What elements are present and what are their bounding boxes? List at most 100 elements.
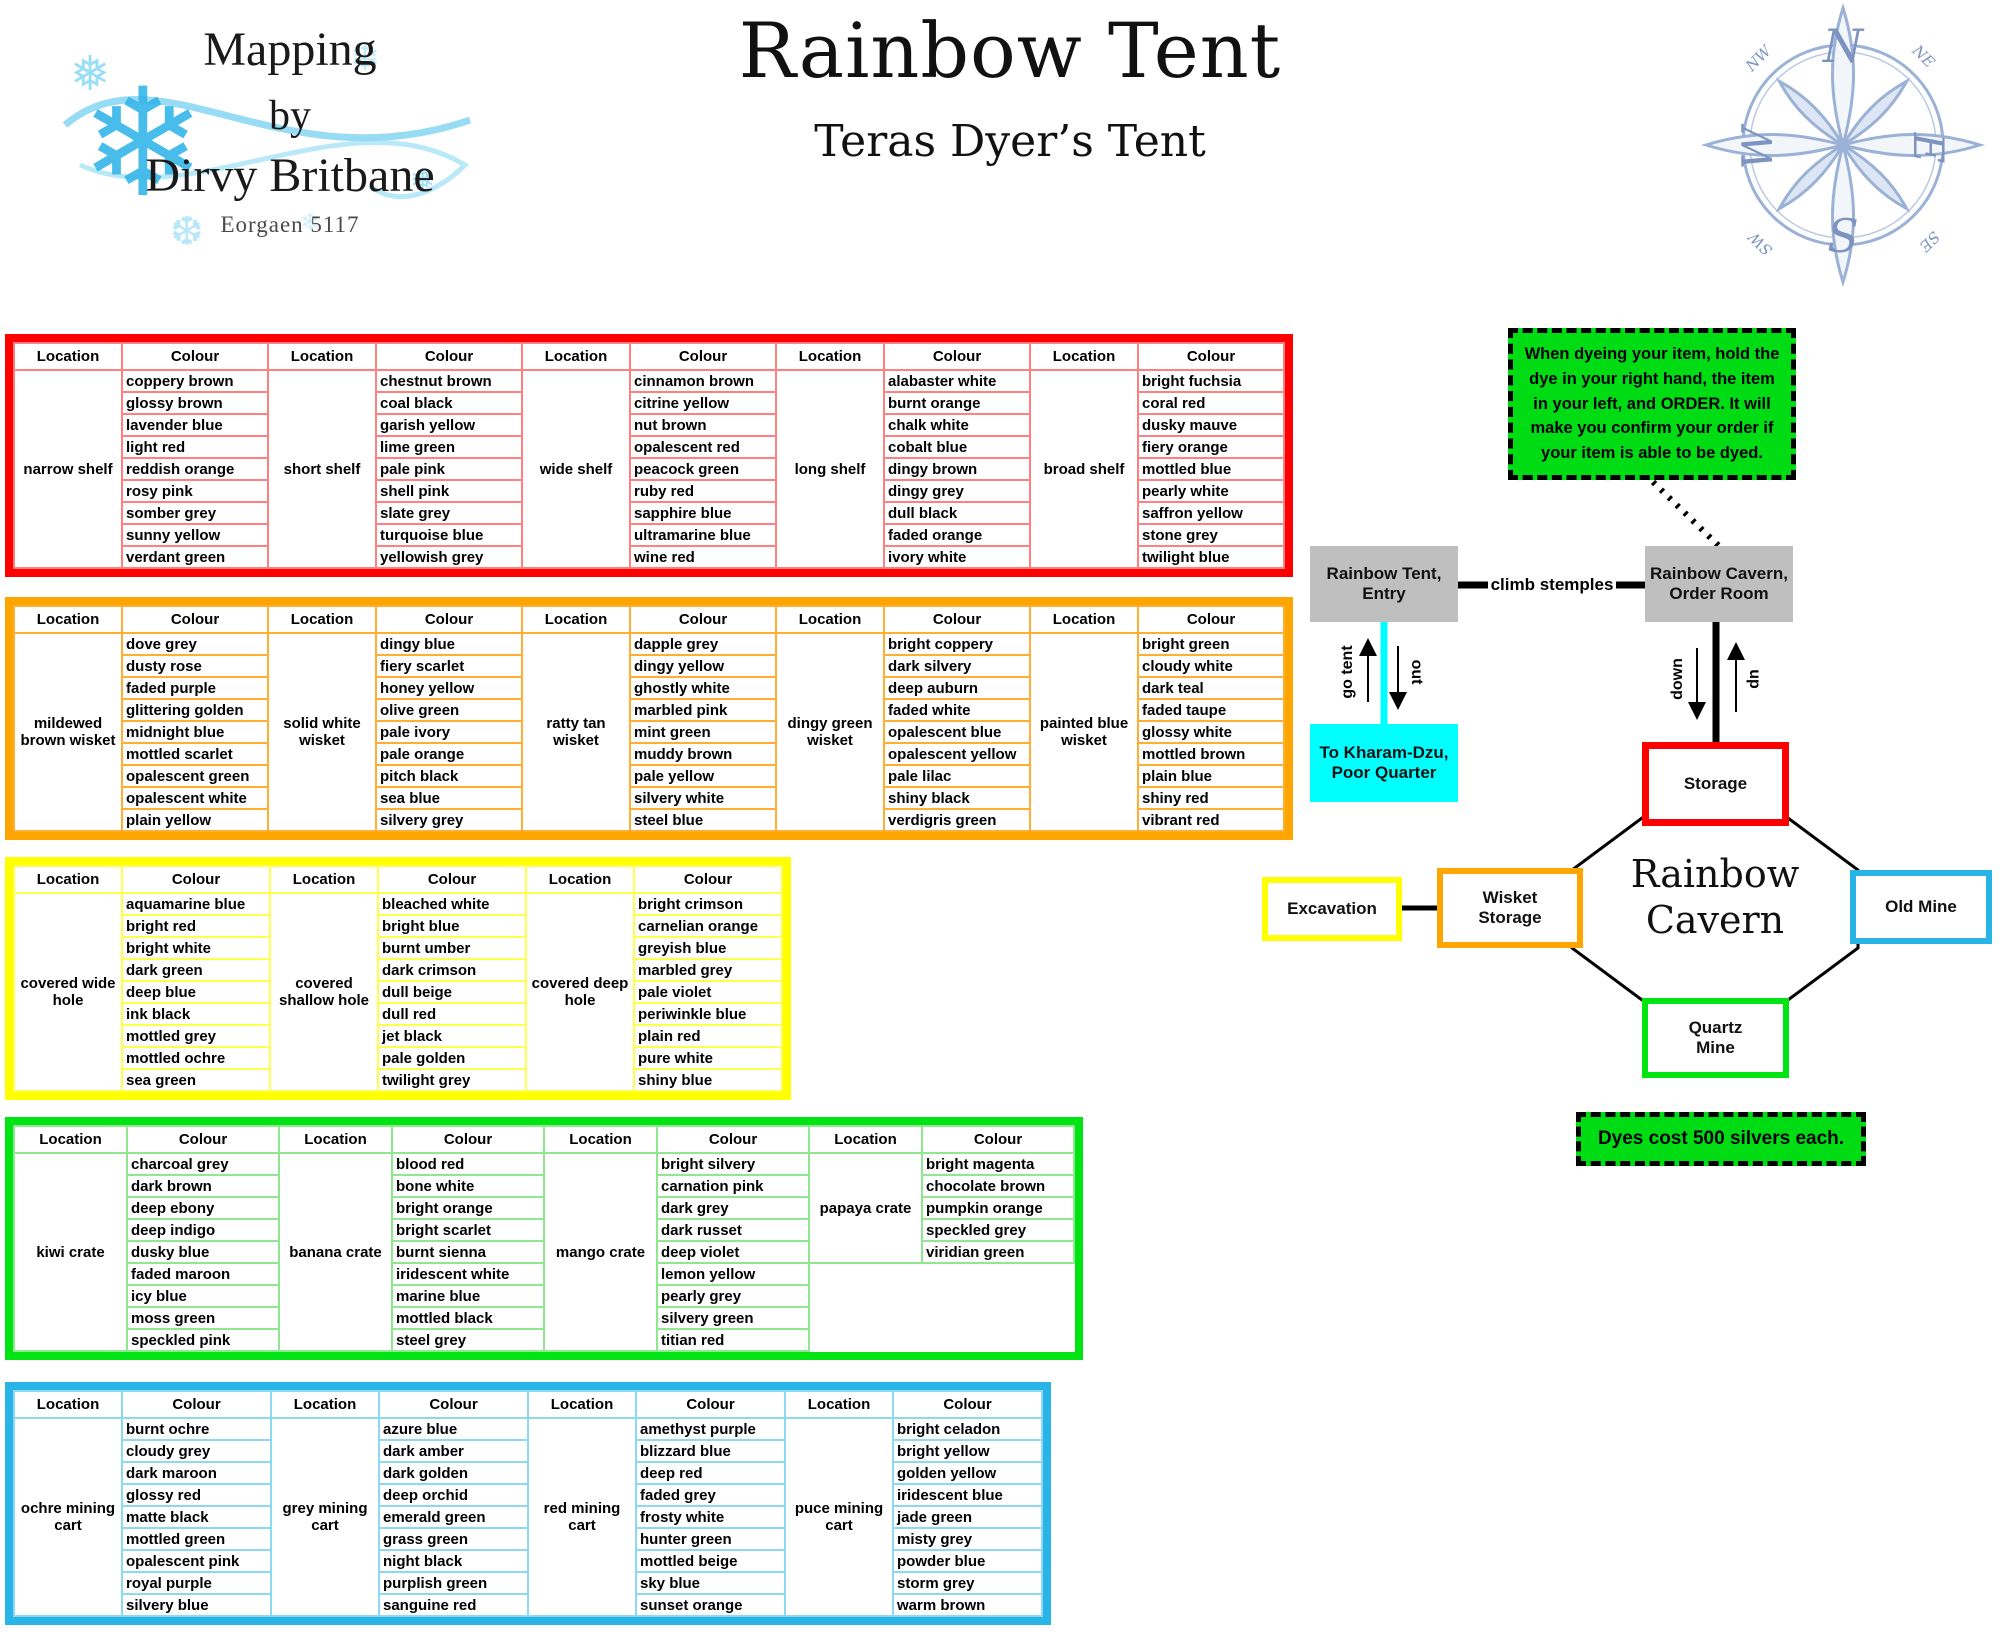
room-label-line: Rainbow Cavern, <box>1650 564 1788 583</box>
colour-cell: iridescent white <box>391 1262 545 1286</box>
colour-cell: royal purple <box>121 1571 272 1595</box>
room-rainbow-tent-entry: Rainbow Tent, Entry <box>1310 546 1458 622</box>
colour-cell: olive green <box>375 698 523 722</box>
colour-cell: faded maroon <box>126 1262 280 1286</box>
colour-cell: nut brown <box>629 413 777 437</box>
colour-cell: deep auburn <box>883 676 1031 700</box>
colour-cell: muddy brown <box>629 742 777 766</box>
column-header-location: Location <box>13 1390 123 1419</box>
colour-cell: dingy blue <box>375 632 523 656</box>
snowflake-icon: ❄ <box>350 37 380 78</box>
column-header-colour: Colour <box>375 342 523 371</box>
room-label-line: Rainbow Tent, <box>1326 564 1442 583</box>
colour-cell: dark maroon <box>121 1461 272 1485</box>
colour-cell: carnelian orange <box>633 914 783 938</box>
colour-cell: peacock green <box>629 457 777 481</box>
colour-cell: grass green <box>378 1527 529 1551</box>
colour-cell: deep blue <box>121 980 271 1004</box>
room-label-line: Mine <box>1696 1038 1735 1057</box>
room-label-line: Quartz <box>1688 1018 1743 1037</box>
location-cell: covered shallow hole <box>269 892 379 1092</box>
room-rainbow-cavern-order-room: Rainbow Cavern, Order Room <box>1645 546 1793 622</box>
room-label-line: Order Room <box>1669 584 1769 603</box>
column-header-location: Location <box>527 1390 637 1419</box>
colour-cell: garish yellow <box>375 413 523 437</box>
room-label-line: Storage <box>1683 774 1748 793</box>
column-header-location: Location <box>269 865 379 894</box>
location-cell: banana crate <box>278 1152 393 1352</box>
colour-cell: marbled grey <box>633 958 783 982</box>
colour-cell: dark golden <box>378 1461 529 1485</box>
room-label-line: Excavation <box>1287 899 1377 918</box>
colour-cell: misty grey <box>892 1527 1043 1551</box>
column-header-colour: Colour <box>121 605 269 634</box>
colour-cell: glossy brown <box>121 391 269 415</box>
colour-cell: cloudy grey <box>121 1439 272 1463</box>
location-cell: wide shelf <box>521 369 631 569</box>
location-cell: puce mining cart <box>784 1417 894 1617</box>
colour-cell: shiny red <box>1137 786 1285 810</box>
colour-cell: shiny black <box>883 786 1031 810</box>
colour-cell: deep violet <box>656 1240 810 1264</box>
colour-cell: speckled pink <box>126 1328 280 1352</box>
colour-cell: bright silvery <box>656 1152 810 1176</box>
colour-cell: ink black <box>121 1002 271 1026</box>
room-wisket-storage: Wisket Storage <box>1437 868 1583 948</box>
note-pointer-dotted-line <box>1650 479 1726 553</box>
logo-line-3: Dirvy Britbane <box>145 149 435 202</box>
location-cell: grey mining cart <box>270 1417 380 1617</box>
colour-cell: emerald green <box>378 1505 529 1529</box>
colour-cell: pale golden <box>377 1046 527 1070</box>
colour-cell: chocolate brown <box>921 1174 1075 1198</box>
colour-cell: dove grey <box>121 632 269 656</box>
location-cell: red mining cart <box>527 1417 637 1617</box>
colour-cell: faded taupe <box>1137 698 1285 722</box>
colour-cell: moss green <box>126 1306 280 1330</box>
column-header-colour: Colour <box>635 1390 786 1419</box>
colour-cell: steel grey <box>391 1328 545 1352</box>
location-cell: mildewed brown wisket <box>13 632 123 832</box>
room-label-line: Storage <box>1478 908 1542 927</box>
column-header-colour: Colour <box>121 1390 272 1419</box>
colour-cell: silvery grey <box>375 808 523 832</box>
colour-cell: bright orange <box>391 1196 545 1220</box>
room-label-line: Cavern <box>1645 897 1785 942</box>
location-cell: solid white wisket <box>267 632 377 832</box>
column-header-location: Location <box>13 865 123 894</box>
colour-cell: bright scarlet <box>391 1218 545 1242</box>
column-header-colour: Colour <box>892 1390 1043 1419</box>
empty-cell <box>922 1329 1074 1351</box>
colour-cell: dull black <box>883 501 1031 525</box>
room-label-line: Old Mine <box>1885 897 1957 916</box>
column-header-colour: Colour <box>883 342 1031 371</box>
colour-cell: chestnut brown <box>375 369 523 393</box>
colour-cell: periwinkle blue <box>633 1002 783 1026</box>
location-cell: covered wide hole <box>13 892 123 1092</box>
colour-cell: mottled grey <box>121 1024 271 1048</box>
empty-cell <box>809 1263 922 1351</box>
column-header-colour: Colour <box>633 865 783 894</box>
colour-cell: ruby red <box>629 479 777 503</box>
location-cell: ochre mining cart <box>13 1417 123 1617</box>
empty-cell <box>922 1307 1074 1329</box>
colour-cell: opalescent white <box>121 786 269 810</box>
room-old-mine: Old Mine <box>1850 870 1992 944</box>
colour-cell: mottled ochre <box>121 1046 271 1070</box>
colour-cell: pale yellow <box>629 764 777 788</box>
colour-cell: glittering golden <box>121 698 269 722</box>
location-cell: long shelf <box>775 369 885 569</box>
location-cell: broad shelf <box>1029 369 1139 569</box>
column-header-location: Location <box>267 342 377 371</box>
snowflake-icon: ❅ <box>70 48 110 101</box>
room-label-line: Poor Quarter <box>1331 763 1437 782</box>
column-header-location: Location <box>278 1125 393 1154</box>
compass-w-label: W <box>1733 123 1782 170</box>
colour-cell: golden yellow <box>892 1461 1043 1485</box>
colour-cell: bright red <box>121 914 271 938</box>
colour-cell: bright fuchsia <box>1137 369 1285 393</box>
colour-cell: shell pink <box>375 479 523 503</box>
colour-cell: dusky blue <box>126 1240 280 1264</box>
